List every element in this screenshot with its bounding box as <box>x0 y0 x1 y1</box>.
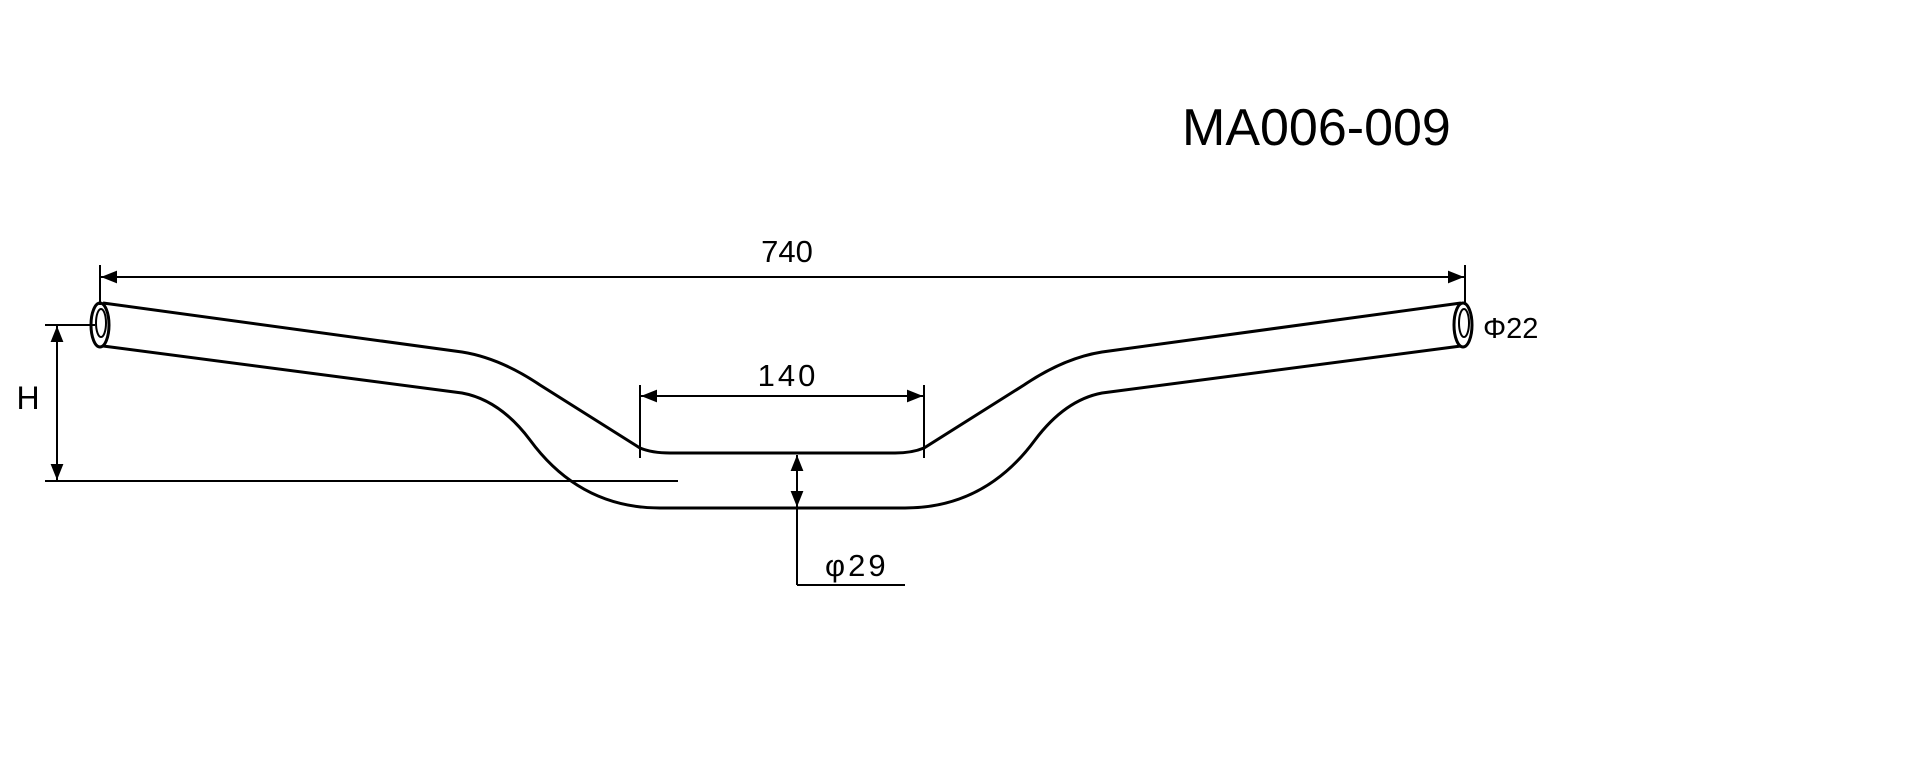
handlebar-outline <box>89 301 1474 510</box>
part-number-title: MA006-009 <box>1182 99 1451 157</box>
dimension-overall-width <box>99 265 1466 305</box>
right-end-outer <box>1452 301 1474 349</box>
left-end-inner <box>95 308 107 338</box>
center-diameter-label: φ29 <box>825 548 889 583</box>
grip-diameter-label: Φ22 <box>1483 313 1538 345</box>
overall-width-label: 740 <box>761 234 813 269</box>
dimension-center-diameter <box>790 455 905 586</box>
bar-top-edge <box>102 301 1462 455</box>
bar-bottom-edge <box>102 344 1462 510</box>
dimension-height <box>45 324 678 482</box>
center-width-label: 140 <box>758 358 819 393</box>
right-end-inner <box>1458 308 1470 338</box>
dimension-center-width <box>639 385 925 458</box>
height-label: H <box>16 380 39 416</box>
